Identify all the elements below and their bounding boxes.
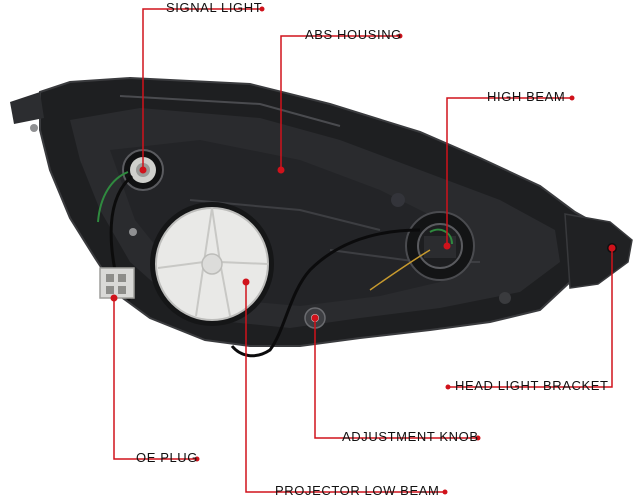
leader-oe-plug — [113, 298, 197, 460]
leader-signal-light — [142, 8, 262, 170]
screw-icon — [129, 228, 137, 236]
screw-icon — [499, 292, 511, 304]
high-beam-socket — [369, 211, 475, 291]
projector-low-beam-label: PROJECTOR LOW BEAM — [275, 483, 440, 498]
high-beam-label: HIGH BEAM — [487, 89, 566, 104]
head-light-bracket-label: HEAD LIGHT BRACKET — [455, 378, 609, 393]
screw-icon — [391, 193, 405, 207]
callout-dots — [110, 6, 616, 495]
leader-adjustment-knob — [314, 318, 478, 439]
oe-plug — [99, 267, 135, 299]
projector-low-beam — [150, 202, 274, 326]
screw-icon — [30, 124, 38, 132]
leader-abs-housing — [280, 35, 400, 170]
oe-plug-label: OE PLUG — [136, 450, 198, 465]
abs-housing-label: ABS HOUSING — [305, 27, 402, 42]
leader-head-light-bracket — [448, 248, 613, 388]
callout-leaders — [113, 8, 613, 493]
wiring-harness — [230, 228, 421, 358]
head-light-bracket — [564, 213, 633, 289]
adjustment-knob-label: ADJUSTMENT KNOB — [342, 429, 479, 444]
signal-light-label: SIGNAL LIGHT — [166, 0, 263, 15]
leader-high-beam — [446, 97, 572, 246]
leader-projector-low-beam — [245, 282, 445, 493]
headlight-housing — [10, 76, 622, 347]
